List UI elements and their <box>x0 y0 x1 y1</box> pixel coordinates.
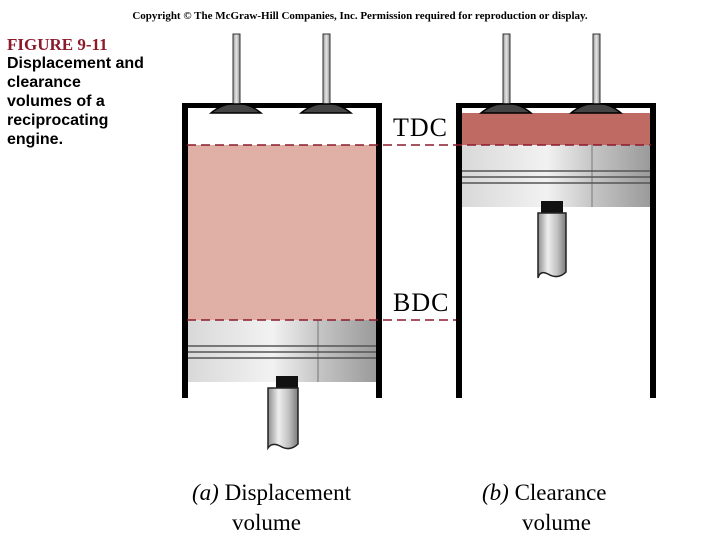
subfigure-b-label: (b) Clearance volume <box>482 478 607 538</box>
subfigure-a-tag: (a) <box>192 480 219 505</box>
connecting-rod-a <box>267 387 299 451</box>
tdc-label: TDC <box>393 113 448 142</box>
exhaust-valve-a <box>298 33 354 114</box>
subfigure-b-title-line2: volume <box>522 510 591 535</box>
intake-valve-a <box>208 33 264 114</box>
subfigure-a-title: Displacement <box>224 480 352 505</box>
intake-valve-b <box>478 33 534 114</box>
cylinder-wall-a <box>182 103 382 398</box>
displacement-volume <box>187 145 377 320</box>
bdc-label: BDC <box>393 288 450 317</box>
subfigure-a-label: (a) Displacement volume <box>192 478 351 538</box>
figure-caption: FIGURE 9-11 Displacement and clearance v… <box>7 35 177 149</box>
exhaust-valve-b <box>568 33 624 114</box>
connecting-rod-b <box>537 212 567 279</box>
figure-caption-text: Displacement and clearance volumes of a … <box>7 55 144 148</box>
subfigure-a-title-line2: volume <box>232 510 301 535</box>
subfigure-b-tag: (b) <box>482 480 509 505</box>
clearance-volume <box>461 113 651 145</box>
cylinder-b <box>456 33 656 398</box>
subfigure-b-title: Clearance <box>514 480 607 505</box>
piston-a <box>187 320 377 388</box>
piston-b <box>461 145 651 213</box>
figure-number: FIGURE 9-11 <box>7 35 108 54</box>
cylinder-wall-b <box>456 103 656 398</box>
cylinder-a <box>182 33 382 451</box>
copyright-notice: Copyright © The McGraw-Hill Companies, I… <box>132 10 588 22</box>
